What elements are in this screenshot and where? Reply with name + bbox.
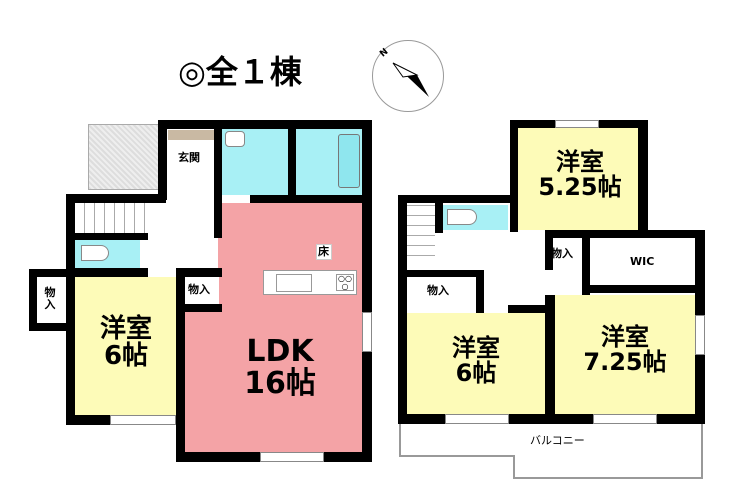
room-name: 洋室 <box>452 334 500 362</box>
wall <box>176 268 185 462</box>
wall <box>158 120 372 129</box>
wall <box>250 195 372 203</box>
western-room-a-label: 洋室 5.25帖 <box>530 148 630 202</box>
ldk-room <box>218 203 362 453</box>
wall <box>398 195 518 203</box>
wall <box>398 195 407 424</box>
wall <box>398 414 705 424</box>
storage-left: 物入 <box>29 269 69 331</box>
window <box>260 452 324 462</box>
sink-icon <box>225 131 245 147</box>
window <box>593 414 657 424</box>
page-title: ◎全１棟 <box>178 53 302 91</box>
wall <box>508 305 555 313</box>
wall <box>510 120 518 232</box>
toilet-1f <box>75 240 140 268</box>
floor-storage: 床 <box>316 244 332 260</box>
wall <box>75 268 148 277</box>
stove-icon: ○○○ <box>336 274 354 291</box>
wall <box>545 230 705 238</box>
window <box>695 315 705 355</box>
window <box>555 120 599 128</box>
wall <box>582 285 705 293</box>
toilet-2f <box>443 205 508 230</box>
western-room-b <box>407 313 545 414</box>
wall <box>435 203 443 233</box>
ldk-size: 16帖 <box>244 365 316 401</box>
toilet-icon <box>81 245 109 261</box>
wall <box>545 230 553 270</box>
wall <box>288 128 296 195</box>
wall <box>66 194 75 425</box>
porch <box>88 124 160 190</box>
wall <box>362 120 372 462</box>
wall <box>185 304 222 312</box>
storage-a-label: 物入 <box>551 247 573 260</box>
wall <box>66 194 166 203</box>
wall <box>638 120 648 237</box>
room-name: 洋室 <box>556 148 604 176</box>
western-room-c <box>555 295 695 414</box>
balcony-label: バルコニー <box>530 434 585 447</box>
room-size: 7.25帖 <box>583 348 667 377</box>
entrance-label: 玄関 <box>178 151 200 164</box>
wic-label: WIC <box>630 255 655 268</box>
washroom <box>222 128 288 195</box>
room-name: 洋室 <box>601 323 649 351</box>
room-size: 6帖 <box>455 359 497 388</box>
floor-label: 床 <box>318 245 329 258</box>
storage-b-label: 物入 <box>427 284 449 297</box>
wall <box>545 295 555 424</box>
wall <box>75 233 148 240</box>
wall <box>158 120 167 200</box>
western-room-c-label: 洋室 7.25帖 <box>575 323 675 377</box>
storage-a: 物入 <box>548 237 582 270</box>
ldk-room-extension <box>185 312 219 453</box>
storage-center-label: 物入 <box>188 283 210 296</box>
compass-arrow-icon <box>392 62 429 97</box>
storage-b: 物入 <box>407 277 476 305</box>
bathtub-icon <box>338 134 360 188</box>
ldk-name: LDK <box>246 334 314 369</box>
entrance: 玄関 <box>168 130 214 196</box>
wall <box>66 415 110 425</box>
kitchen-sink-icon <box>276 274 312 292</box>
window <box>362 312 372 352</box>
window <box>445 414 509 424</box>
western-room-a <box>518 128 638 230</box>
wall <box>476 270 484 313</box>
wall <box>176 268 222 277</box>
toilet-icon <box>447 209 477 225</box>
window <box>110 415 176 425</box>
western-room-b-label: 洋室 6帖 <box>436 334 516 388</box>
stairs-2f <box>407 203 435 265</box>
compass: N <box>372 40 444 112</box>
room-size: 5.25帖 <box>538 173 622 202</box>
balcony-outline <box>399 424 703 479</box>
kitchen-counter: ○○○ <box>263 270 357 295</box>
wall <box>398 270 484 277</box>
stairs-1f <box>75 203 145 233</box>
room-name: 洋室 <box>99 314 152 344</box>
bathroom <box>296 128 362 195</box>
room-size: 6帖 <box>103 341 149 372</box>
ldk-label: LDK 16帖 <box>225 336 335 399</box>
wic: WIC <box>590 240 695 285</box>
wall <box>214 128 222 238</box>
storage-left-label: 物入 <box>44 286 56 311</box>
wall <box>582 237 590 295</box>
western-room-1f <box>75 277 176 415</box>
western-room-1f-label: 洋室 6帖 <box>88 314 164 372</box>
